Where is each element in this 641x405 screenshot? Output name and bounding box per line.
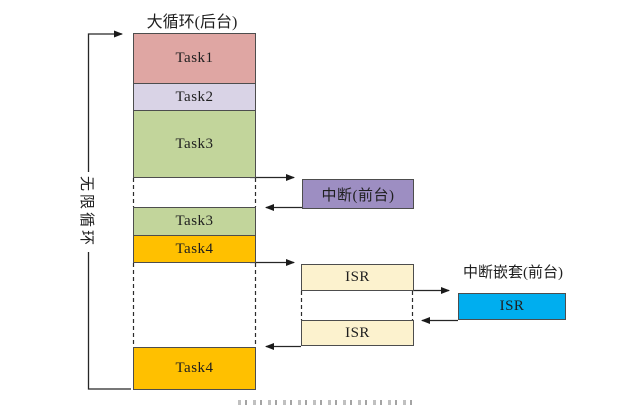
task3-first-label: Task3 bbox=[175, 135, 214, 152]
isr-box-first: ISR bbox=[301, 264, 414, 291]
task3-box-first: Task3 bbox=[133, 110, 256, 178]
nested-interrupt-title: 中断嵌套(前台) bbox=[463, 264, 563, 281]
column-gap1-dashed-edges bbox=[132, 178, 257, 207]
nested-isr-box: ISR bbox=[458, 293, 566, 320]
isr-box-second: ISR bbox=[301, 320, 414, 346]
interrupt-label: 中断(前台) bbox=[321, 187, 395, 204]
interrupt-box: 中断(前台) bbox=[302, 179, 414, 209]
task1-label: Task1 bbox=[175, 50, 214, 66]
isr-second-label: ISR bbox=[345, 324, 370, 341]
column-gap2-dashed-edges bbox=[132, 263, 257, 347]
task4-box-first: Task4 bbox=[133, 235, 256, 263]
task4-first-label: Task4 bbox=[175, 240, 214, 257]
caption-fragment bbox=[238, 400, 413, 405]
task4-resumed-label: Task4 bbox=[175, 360, 214, 376]
background-loop-title: 大循环(后台) bbox=[146, 13, 238, 31]
task4-box-resumed: Task4 bbox=[133, 347, 256, 390]
task2-box: Task2 bbox=[133, 83, 256, 111]
task3-resumed-label: Task3 bbox=[175, 213, 214, 229]
isr-first-label: ISR bbox=[345, 269, 370, 285]
nested-isr-label: ISR bbox=[499, 298, 525, 314]
task3-box-resumed: Task3 bbox=[133, 207, 256, 236]
isr-gap-dashed-edges bbox=[300, 291, 414, 320]
infinite-loop-label: 无限循环 bbox=[78, 172, 98, 252]
task1-box: Task1 bbox=[133, 33, 256, 84]
task2-label: Task2 bbox=[175, 88, 214, 105]
